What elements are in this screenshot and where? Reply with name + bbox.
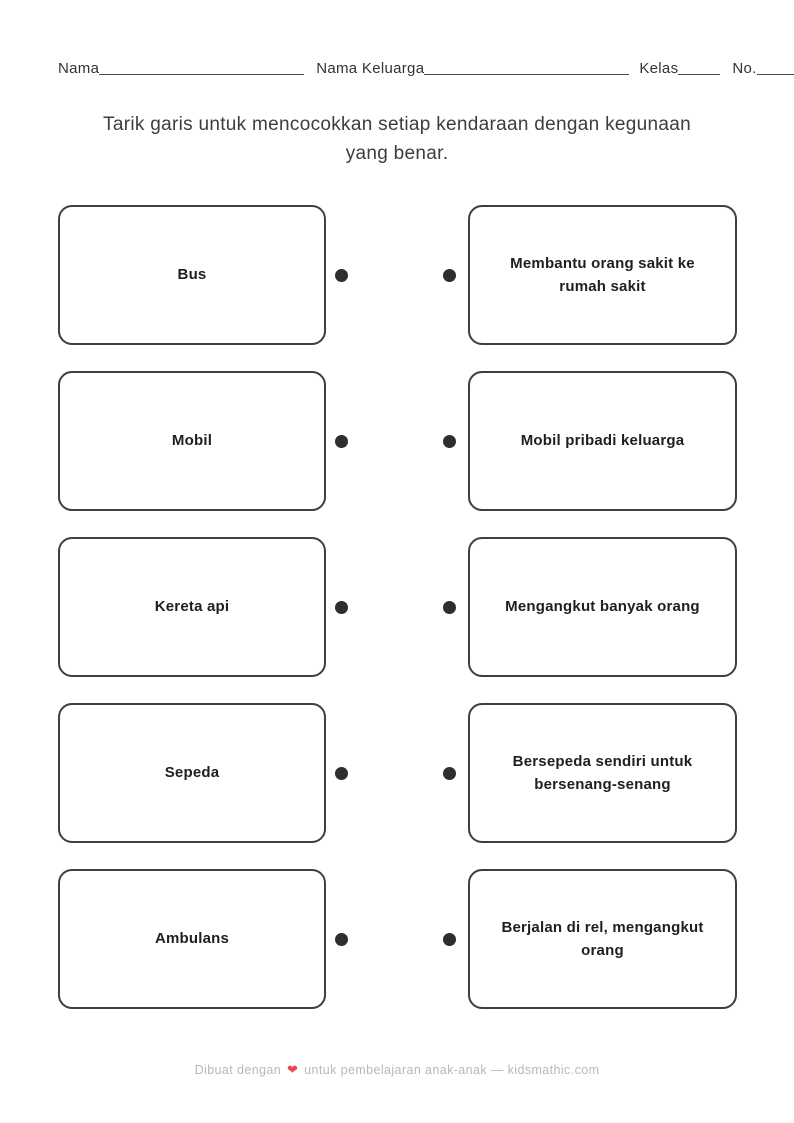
usage-box: Mengangkut banyak orang [468, 537, 737, 677]
footer-text-after: untuk pembelajaran anak-anak — kidsmathi… [304, 1063, 600, 1077]
vehicle-box: Mobil [58, 371, 326, 511]
vehicle-box: Ambulans [58, 869, 326, 1009]
footer-text-before: Dibuat dengan [194, 1063, 282, 1077]
match-dot-left[interactable] [335, 600, 348, 614]
heart-icon: ❤ [287, 1062, 299, 1077]
match-dot-right[interactable] [443, 932, 456, 946]
header-label-nama: Nama [58, 60, 100, 77]
vehicle-label: Bus [177, 266, 207, 284]
match-row: Ambulans Berjalan di rel, mengangkut ora… [58, 869, 737, 1009]
worksheet-instruction: Tarik garis untuk mencocokkan setiap ken… [0, 110, 794, 169]
vehicle-label: Sepeda [164, 764, 220, 782]
no-blank-line [756, 60, 794, 75]
usage-box: Bersepeda sendiri untuk bersenang-senang [468, 703, 737, 843]
usage-box: Mobil pribadi keluarga [468, 371, 737, 511]
usage-label: Mengangkut banyak orang [505, 598, 700, 616]
match-dot-left[interactable] [335, 932, 348, 946]
header-label-kelas: Kelas [639, 60, 679, 77]
match-row: Kereta api Mengangkut banyak orang [58, 537, 737, 677]
usage-box: Berjalan di rel, mengangkut orang [468, 869, 737, 1009]
match-dot-left[interactable] [335, 766, 348, 780]
vehicle-label: Kereta api [154, 598, 230, 616]
usage-label: Bersepeda sendiri untuk bersenang-senang [512, 752, 693, 793]
vehicle-box: Sepeda [58, 703, 326, 843]
usage-label: Berjalan di rel, mengangkut orang [501, 918, 704, 959]
match-row: Sepeda Bersepeda sendiri untuk bersenang… [58, 703, 737, 843]
instruction-line-1: Tarik garis untuk mencocokkan setiap ken… [103, 114, 691, 135]
match-dot-right[interactable] [443, 766, 456, 780]
usage-label: Mobil pribadi keluarga [520, 432, 685, 450]
header-label-no: No. [732, 60, 757, 77]
nama-blank-line [99, 60, 305, 75]
nama-keluarga-blank-line [424, 60, 630, 75]
vehicle-label: Mobil [171, 432, 213, 450]
match-row: Bus Membantu orang sakit ke rumah sakit [58, 205, 737, 345]
vehicle-label: Ambulans [154, 930, 230, 948]
match-dot-left[interactable] [335, 268, 348, 282]
match-dot-right[interactable] [443, 268, 456, 282]
header-label-nama-keluarga: Nama Keluarga [316, 60, 425, 77]
match-row: Mobil Mobil pribadi keluarga [58, 371, 737, 511]
matching-rows: Bus Membantu orang sakit ke rumah sakit … [58, 205, 737, 1035]
vehicle-box: Bus [58, 205, 326, 345]
match-dot-left[interactable] [335, 434, 348, 448]
usage-box: Membantu orang sakit ke rumah sakit [468, 205, 737, 345]
match-dot-right[interactable] [443, 600, 456, 614]
footer-credit: Dibuat dengan ❤ untuk pembelajaran anak-… [0, 1062, 794, 1078]
instruction-line-2: yang benar. [345, 143, 449, 165]
header-fields: Nama Nama Keluarga Kelas No. [58, 60, 794, 78]
usage-label: Membantu orang sakit ke rumah sakit [510, 254, 695, 295]
vehicle-box: Kereta api [58, 537, 326, 677]
match-dot-right[interactable] [443, 434, 456, 448]
kelas-blank-line [678, 60, 721, 75]
